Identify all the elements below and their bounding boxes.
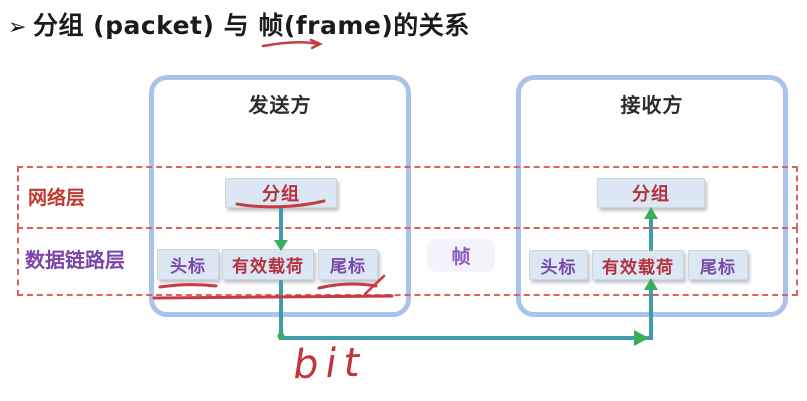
receiver-packet-box: 分组 — [597, 178, 705, 208]
network-layer-label: 网络层 — [28, 187, 86, 209]
bullet-arrow-icon: ➢ — [8, 15, 27, 40]
corner-dot — [277, 332, 285, 340]
sender-header-box: 头标 — [157, 249, 219, 280]
receiver-header-box: 头标 — [529, 250, 588, 280]
receiver-trailer-box: 尾标 — [688, 250, 748, 280]
arrowhead-right-icon — [634, 330, 649, 346]
datalink-layer-label: 数据链路层 — [25, 248, 125, 272]
page-title: ➢分组 (packet) 与 帧(frame)的关系 — [8, 6, 470, 42]
sender-packet-box: 分组 — [225, 178, 337, 208]
title-frame-underline — [261, 41, 320, 48]
sender-payload-box: 有效载荷 — [222, 249, 314, 280]
page-title-text: 分组 (packet) 与 帧(frame)的关系 — [32, 11, 470, 40]
sender-title: 发送方 — [248, 93, 312, 117]
receiver-payload-box: 有效载荷 — [592, 250, 684, 280]
sender-trailer-box: 尾标 — [318, 249, 378, 280]
bit-annotation: bit — [292, 339, 367, 389]
receiver-title: 接收方 — [620, 93, 684, 117]
frame-label: 帧 — [427, 239, 495, 272]
